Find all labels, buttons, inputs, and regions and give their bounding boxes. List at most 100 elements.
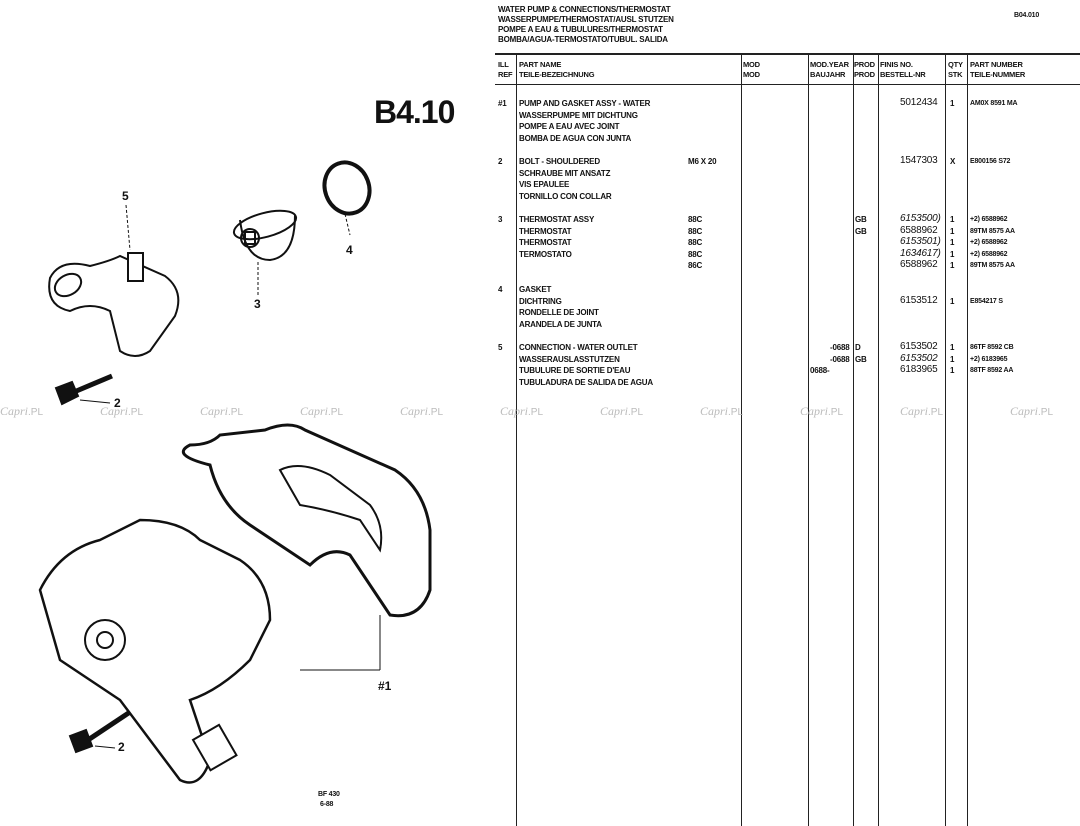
- part-name: THERMOSTAT ASSY: [519, 215, 595, 224]
- column-header-prod: PROD: [854, 60, 875, 69]
- watermark: Capri.PL: [100, 404, 143, 419]
- finis-number: 6153512: [900, 294, 938, 306]
- watermark: Capri.PL: [1010, 404, 1053, 419]
- part-name: ARANDELA DE JUNTA: [519, 319, 602, 329]
- watermark-suffix: .PL: [28, 407, 44, 418]
- part-spec: 88C: [688, 226, 703, 236]
- column-divider: [516, 53, 517, 826]
- watermark: Capri.PL: [300, 404, 343, 419]
- quantity: 1: [950, 226, 955, 236]
- ill-ref: 5: [498, 343, 503, 352]
- thermostat: [232, 209, 298, 295]
- ill-ref: 2: [498, 157, 503, 166]
- watermark-suffix: .PL: [528, 407, 544, 418]
- finis-number: 6153501): [900, 236, 941, 248]
- pump-gasket: [181, 423, 432, 618]
- part-spec: M6 X 20: [688, 157, 717, 166]
- column-header-partnum: PART NUMBER: [970, 60, 1023, 69]
- ill-ref: 4: [498, 285, 503, 294]
- part-name: RONDELLE DE JOINT: [519, 308, 599, 318]
- watermark-brand: Capri: [400, 404, 429, 418]
- water-pump: [38, 518, 381, 784]
- watermark: Capri.PL: [900, 404, 943, 419]
- part-name: THERMOSTAT: [519, 238, 572, 248]
- column-divider: [808, 53, 809, 826]
- column-header-finis: BESTELL-NR: [880, 70, 926, 79]
- part-name: GASKET: [519, 285, 552, 294]
- watermark-brand: Capri: [300, 404, 329, 418]
- finis-number: 6153502: [900, 341, 938, 352]
- column-header-ref: ILL: [498, 60, 509, 69]
- part-name: BOLT - SHOULDERED: [519, 157, 600, 166]
- watermark-brand: Capri: [0, 404, 29, 418]
- watermark-suffix: .PL: [228, 407, 244, 418]
- quantity: 1: [950, 249, 955, 259]
- part-number: E854217 S: [970, 297, 1003, 305]
- stamp-code: BF 430: [318, 791, 340, 798]
- part-number: 89TM 8575 AA: [970, 262, 1015, 270]
- o-ring-gasket: [322, 160, 372, 216]
- section-title: B4.10: [374, 94, 455, 130]
- watermark-suffix: .PL: [828, 407, 844, 418]
- watermark: Capri.PL: [500, 404, 543, 419]
- part-number: 89TM 8575 AA: [970, 227, 1015, 235]
- column-divider: [878, 53, 879, 826]
- column-header-mod: MOD: [743, 70, 760, 79]
- finis-number: 6153502: [900, 352, 938, 364]
- finis-number: 6588962: [900, 259, 938, 271]
- column-header-qty: STK: [948, 70, 963, 79]
- part-name: PUMP AND GASKET ASSY - WATER: [519, 99, 651, 108]
- watermark-suffix: .PL: [428, 407, 444, 418]
- column-header-mod: MOD: [743, 60, 760, 69]
- part-number: +2) 6183965: [970, 355, 1008, 363]
- quantity: 1: [950, 354, 955, 364]
- part-name: VIS EPAULEE: [519, 180, 570, 190]
- mod-year: -0688: [830, 343, 850, 352]
- part-number: 86TF 8592 CB: [970, 344, 1014, 351]
- watermark-brand: Capri: [700, 404, 729, 418]
- column-divider: [967, 53, 968, 826]
- watermark-brand: Capri: [1010, 404, 1039, 418]
- title-line: WASSERPUMPE/THERMOSTAT/AUSL STUTZEN: [498, 15, 674, 24]
- watermark-brand: Capri: [800, 404, 829, 418]
- quantity: 1: [950, 366, 955, 376]
- divider: [495, 53, 1080, 55]
- part-name: TUBULADURA DE SALIDA DE AGUA: [519, 377, 653, 387]
- prod-code: D: [855, 343, 861, 352]
- prod-code: GB: [855, 215, 867, 224]
- prod-code: GB: [855, 354, 867, 364]
- divider: [495, 84, 1080, 85]
- column-header-qty: QTY: [948, 60, 963, 69]
- part-number: +2) 6588962: [970, 250, 1008, 258]
- watermark: Capri.PL: [400, 404, 443, 419]
- finis-number: 1634617): [900, 247, 941, 259]
- part-spec: 88C: [688, 238, 703, 248]
- watermark-brand: Capri: [500, 404, 529, 418]
- finis-number: 6153500): [900, 213, 941, 224]
- quantity: 1: [950, 215, 955, 224]
- part-spec: 88C: [688, 215, 703, 224]
- part-spec: 88C: [688, 249, 703, 259]
- prod-code: GB: [855, 226, 867, 236]
- part-name: POMPE A EAU AVEC JOINT: [519, 122, 620, 132]
- ill-ref: 3: [498, 215, 503, 224]
- part-number: AM0X 8591 MA: [970, 100, 1018, 107]
- finis-number: 6183965: [900, 364, 938, 376]
- column-header-finis: FINIS NO.: [880, 60, 913, 69]
- part-number: +2) 6588962: [970, 216, 1008, 223]
- finis-number: 1547303: [900, 155, 938, 166]
- quantity: 1: [950, 99, 955, 108]
- part-name: WASSERPUMPE MIT DICHTUNG: [519, 110, 638, 120]
- title-line: BOMBA/AGUA-TERMOSTATO/TUBUL. SALIDA: [498, 35, 668, 44]
- callout-2: 2: [118, 740, 125, 754]
- watermark: Capri.PL: [0, 404, 43, 419]
- part-name: TERMOSTATO: [519, 249, 572, 259]
- watermark-suffix: .PL: [728, 407, 744, 418]
- callout-4: 4: [346, 243, 353, 257]
- column-header-ref: REF: [498, 70, 513, 79]
- part-name: BOMBA DE AGUA CON JUNTA: [519, 133, 632, 143]
- callout-5: 5: [122, 189, 129, 203]
- quantity: 1: [950, 261, 955, 271]
- watermark: Capri.PL: [600, 404, 643, 419]
- watermark-brand: Capri: [900, 404, 929, 418]
